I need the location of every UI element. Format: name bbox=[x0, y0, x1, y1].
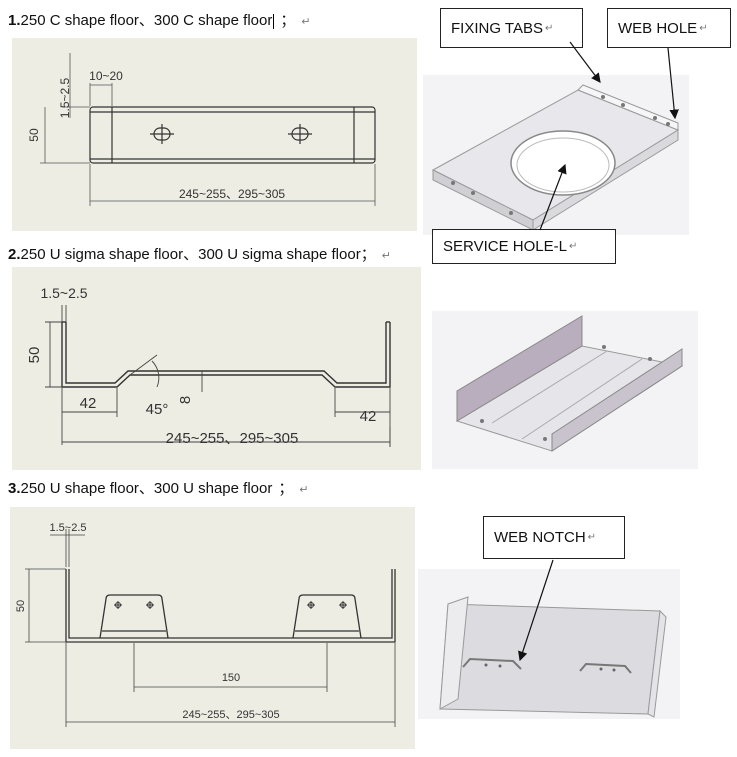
section-3-terminator: ； bbox=[278, 480, 294, 497]
paragraph-mark-icon: ↵ bbox=[301, 16, 311, 28]
fixing-tabs-label: FIXING TABS bbox=[451, 19, 543, 37]
c-height-dim: 50 bbox=[27, 128, 41, 142]
section-2-terminator: ； bbox=[360, 246, 376, 263]
paragraph-mark-icon: ↵ bbox=[587, 532, 597, 543]
u-width-dim: 245~255、295~305 bbox=[182, 709, 279, 721]
section-2-number: 2. bbox=[8, 246, 21, 263]
c-shape-drawing: 10~20 1.5~2.5 50 245~255、295~305 bbox=[12, 38, 417, 231]
web-hole-callout: WEB HOLE↵ bbox=[607, 8, 731, 48]
u-shape-render bbox=[418, 569, 680, 719]
sigma-depth-dim: 8 bbox=[177, 396, 194, 404]
section-1-title: 250 C shape floor、300 C shape floor bbox=[20, 12, 273, 29]
fixing-tabs-callout: FIXING TABS↵ bbox=[440, 8, 583, 48]
service-hole-label: SERVICE HOLE-L bbox=[443, 238, 567, 255]
c-flange-dim: 10~20 bbox=[89, 69, 123, 83]
c-thickness-dim: 1.5~2.5 bbox=[58, 77, 72, 118]
service-hole-callout: SERVICE HOLE-L↵ bbox=[432, 229, 616, 264]
paragraph-mark-icon: ↵ bbox=[568, 241, 578, 252]
web-hole-label: WEB HOLE bbox=[618, 19, 698, 37]
section-1-number: 1. bbox=[8, 12, 21, 29]
sigma-angle-dim: 45° bbox=[146, 401, 169, 418]
c-width-dim: 245~255、295~305 bbox=[179, 187, 285, 201]
u-shape-drawing: 1.5~2.5 50 150 245~255、295~305 bbox=[10, 507, 415, 749]
section-3-heading: 3.250 U shape floor、300 U shape floor ； ↵ bbox=[8, 477, 309, 498]
u-height-dim: 50 bbox=[15, 600, 27, 612]
web-notch-label: WEB NOTCH bbox=[494, 529, 586, 546]
paragraph-mark-icon: ↵ bbox=[699, 22, 708, 34]
sigma-left-flat-dim: 42 bbox=[80, 395, 97, 412]
section-1-heading: 1.250 C shape floor、300 C shape floor ； ↵ bbox=[8, 9, 311, 30]
section-1-terminator: ； bbox=[280, 12, 296, 29]
sigma-width-dim: 245~255、295~305 bbox=[166, 430, 299, 447]
sigma-right-flat-dim: 42 bbox=[360, 408, 377, 425]
u-sigma-render bbox=[432, 311, 698, 469]
c-shape-render bbox=[423, 75, 689, 235]
paragraph-mark-icon: ↵ bbox=[544, 22, 554, 34]
u-thickness-dim: 1.5~2.5 bbox=[49, 522, 86, 534]
web-notch-callout: WEB NOTCH↵ bbox=[483, 516, 625, 559]
sigma-height-dim: 50 bbox=[26, 347, 43, 364]
paragraph-mark-icon: ↵ bbox=[299, 484, 309, 496]
u-sigma-drawing: 1.5~2.5 50 42 42 45° 8 245~255、295~305 bbox=[12, 267, 421, 470]
u-spacing-dim: 150 bbox=[222, 672, 240, 684]
section-3-title: 250 U shape floor、300 U shape floor bbox=[20, 480, 273, 497]
section-2-title: 250 U sigma shape floor、300 U sigma shap… bbox=[20, 246, 361, 263]
sigma-thickness-dim: 1.5~2.5 bbox=[40, 285, 87, 301]
section-3-number: 3. bbox=[8, 480, 21, 497]
paragraph-mark-icon: ↵ bbox=[381, 250, 391, 262]
section-2-heading: 2.250 U sigma shape floor、300 U sigma sh… bbox=[8, 243, 391, 264]
